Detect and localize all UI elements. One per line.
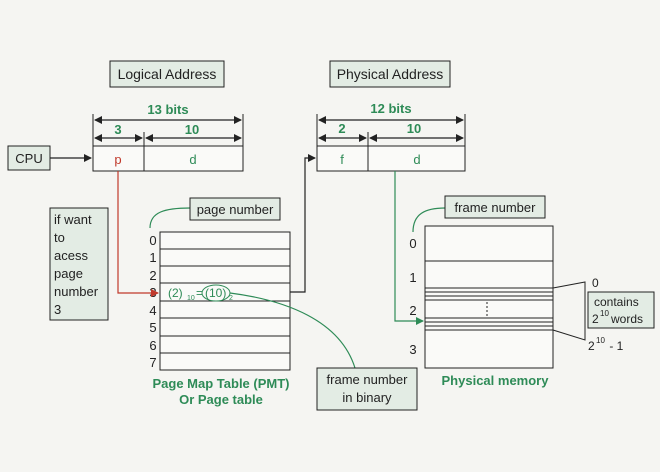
page-index-5: 5 — [149, 320, 156, 335]
frame-bottom-base: 2 — [588, 339, 595, 353]
physical-memory-block — [424, 225, 554, 369]
frame-binary-connector — [229, 292, 356, 369]
frame-bottom-exp: 10 — [596, 336, 605, 345]
page-table-indices: 0 1 2 3 4 5 6 7 — [149, 233, 156, 370]
frame-binary-box: frame number in binary — [316, 367, 418, 411]
page-table — [159, 231, 291, 371]
logical-address-register: p d — [92, 145, 244, 172]
logical-p-bits: 3 — [114, 122, 121, 137]
page-index-2: 2 — [149, 268, 156, 283]
page-index-1: 1 — [149, 250, 156, 265]
note-line-6: 3 — [54, 302, 61, 317]
frame-index-3: 3 — [409, 342, 416, 357]
physical-d-field: d — [413, 152, 420, 167]
page-index-7: 7 — [149, 355, 156, 370]
frame-binary-line-1: frame number — [327, 372, 409, 387]
frame-binary-line-2: in binary — [342, 390, 392, 405]
physical-total-bits: 12 bits — [370, 101, 411, 116]
physical-memory-caption: Physical memory — [442, 373, 550, 388]
physical-memory-indices: 0 1 2 3 — [409, 236, 416, 357]
page-index-4: 4 — [149, 303, 156, 318]
p-to-page-table-arrow — [117, 171, 159, 297]
contains-box: contains 2 10 words — [587, 291, 655, 329]
physical-address-register: f d — [316, 145, 466, 172]
frame-index-0: 0 — [409, 236, 416, 251]
frame-bracket: 0 2 10 - 1 — [552, 276, 624, 353]
frame-bottom-tail: - 1 — [606, 339, 624, 353]
cpu-label: CPU — [15, 151, 42, 166]
d-to-frame-arrow — [394, 171, 424, 325]
note-line-4: page — [54, 266, 83, 281]
physical-address-title: Physical Address — [337, 66, 444, 82]
entry-sub10: 10 — [187, 295, 195, 302]
page-index-6: 6 — [149, 338, 156, 353]
note-line-1: if want — [54, 212, 92, 227]
frame-top-label: 0 — [592, 276, 599, 290]
cpu-box: CPU — [7, 145, 51, 171]
entry-base2: (10) — [205, 286, 226, 300]
logical-bits-dimension: 13 bits 3 10 — [92, 102, 244, 146]
frame-number-callout-label: frame number — [455, 200, 537, 215]
physical-bits-dimension: 12 bits 2 10 — [316, 101, 466, 146]
logical-d-field: d — [189, 152, 196, 167]
page-number-callout: page number — [149, 197, 281, 229]
frame-index-2: 2 — [409, 303, 416, 318]
contains-tail: words — [610, 312, 643, 326]
logical-total-bits: 13 bits — [147, 102, 188, 117]
page-table-entry-3: (2) 10 = (10) 2 — [168, 284, 233, 302]
note-line-5: number — [54, 284, 99, 299]
physical-f-bits: 2 — [338, 121, 345, 136]
logical-p-field: p — [114, 152, 121, 167]
logical-address-title-box: Logical Address — [109, 60, 225, 88]
physical-d-bits: 10 — [407, 121, 421, 136]
page-number-callout-label: page number — [197, 202, 274, 217]
logical-address-title: Logical Address — [118, 66, 217, 82]
contains-base: 2 — [592, 312, 599, 326]
frame-index-1: 1 — [409, 270, 416, 285]
physical-f-field: f — [340, 152, 344, 167]
logical-d-bits: 10 — [185, 122, 199, 137]
note-box: if want to acess page number 3 — [49, 207, 109, 321]
note-line-3: acess — [54, 248, 88, 263]
frame-number-callout: frame number — [412, 195, 546, 233]
entry-eq: = — [196, 286, 203, 300]
page-table-to-f-arrow — [290, 154, 316, 293]
page-index-0: 0 — [149, 233, 156, 248]
entry-base10: (2) — [168, 286, 183, 300]
entry-sub2: 2 — [229, 295, 233, 302]
pmt-caption-line-1: Page Map Table (PMT) — [153, 376, 290, 391]
contains-line-1: contains — [594, 295, 639, 309]
note-line-2: to — [54, 230, 65, 245]
pmt-caption-line-2: Or Page table — [179, 392, 263, 407]
contains-exp: 10 — [600, 309, 609, 318]
physical-address-title-box: Physical Address — [329, 60, 451, 88]
